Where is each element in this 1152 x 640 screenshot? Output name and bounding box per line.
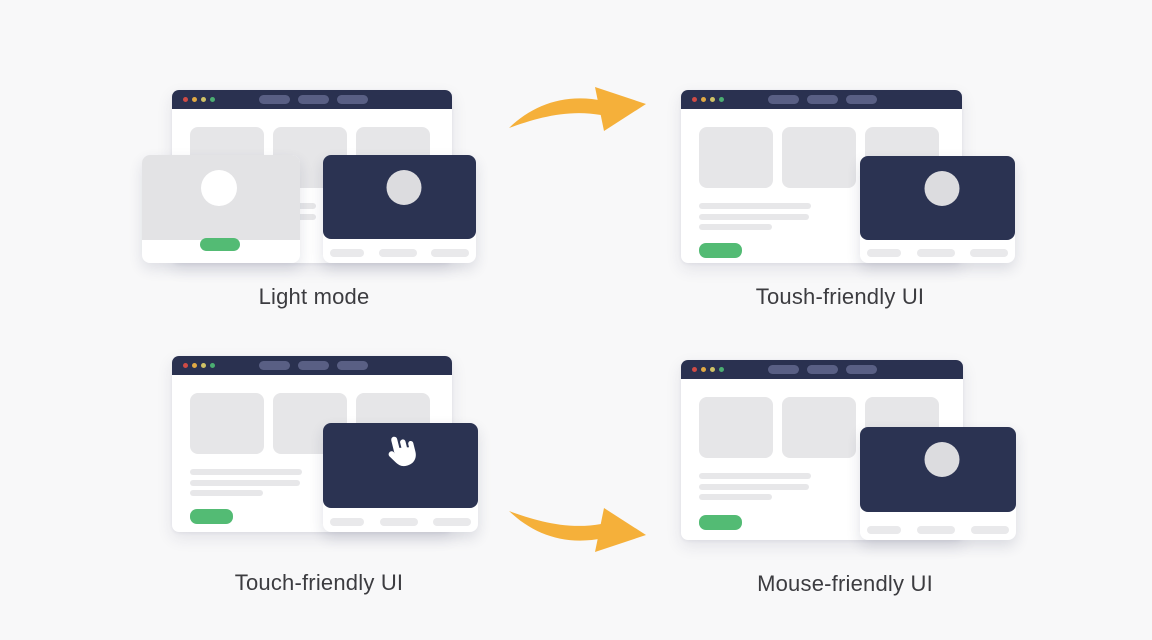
placeholder-card [190, 393, 264, 454]
panel-light-mode: Light mode [142, 88, 486, 328]
panel-label: Toush-friendly UI [755, 284, 925, 309]
dark-card-media [323, 155, 476, 239]
tab-pills [768, 95, 877, 104]
traffic-dot-red-icon [183, 363, 188, 368]
placeholder-pill [378, 249, 417, 257]
panel-toush-friendly: Toush-friendly UI [681, 88, 1015, 328]
panel-mouse-friendly: Mouse-friendly UI [681, 360, 1016, 608]
traffic-dot-green-icon [719, 97, 724, 102]
placeholder-text-line [699, 494, 772, 500]
placeholder-card [699, 397, 773, 458]
tab-pill [768, 95, 799, 104]
traffic-dot-olive-icon [710, 97, 715, 102]
green-button-placeholder [699, 243, 742, 258]
floating-dark-card [323, 155, 476, 263]
tab-pill [298, 95, 329, 104]
dark-card-media [860, 156, 1015, 240]
browser-titlebar [681, 360, 963, 379]
placeholder-text-line [699, 473, 811, 479]
placeholder-pill [433, 518, 471, 526]
traffic-dot-olive-icon [201, 363, 206, 368]
avatar-circle [201, 170, 237, 206]
placeholder-text-line [699, 214, 809, 220]
traffic-dot-red-icon [183, 97, 188, 102]
green-button-placeholder [200, 238, 240, 251]
tab-pill [298, 361, 329, 370]
traffic-dot-yellow-icon [192, 97, 197, 102]
panel-touch-friendly: Touch-friendly UI [142, 356, 496, 608]
traffic-light-dots [183, 97, 215, 102]
placeholder-pill [970, 249, 1008, 257]
tab-pill [337, 361, 368, 370]
curved-arrow-right-icon [506, 503, 648, 563]
placeholder-text-line [699, 484, 809, 490]
traffic-light-dots [183, 363, 215, 368]
placeholder-pill [330, 518, 364, 526]
tab-pill [846, 95, 877, 104]
tab-pills [768, 365, 877, 374]
placeholder-pill [379, 518, 418, 526]
placeholder-text-line [699, 203, 811, 209]
browser-titlebar [172, 90, 452, 109]
avatar-circle [386, 170, 421, 205]
tab-pill [259, 95, 290, 104]
placeholder-pill [867, 526, 901, 534]
traffic-light-dots [692, 97, 724, 102]
floating-dark-card [323, 423, 478, 532]
avatar-circle [924, 442, 960, 477]
browser-titlebar [172, 356, 452, 375]
placeholder-pill [916, 249, 955, 257]
placeholder-card [699, 127, 773, 188]
traffic-dot-yellow-icon [192, 363, 197, 368]
placeholder-text-line [190, 469, 302, 475]
traffic-dot-green-icon [719, 367, 724, 372]
hand-pointer-icon [372, 424, 425, 477]
traffic-dot-olive-icon [201, 97, 206, 102]
floating-dark-card [860, 156, 1015, 263]
traffic-light-dots [692, 367, 724, 372]
placeholder-text-line [190, 480, 300, 486]
tab-pill [807, 365, 838, 374]
placeholder-pill [431, 249, 469, 257]
floating-light-card [142, 155, 300, 263]
pill-row [860, 526, 1016, 534]
panel-label: Touch-friendly UI [234, 570, 404, 595]
traffic-dot-green-icon [210, 97, 215, 102]
traffic-dot-olive-icon [710, 367, 715, 372]
green-button-placeholder [699, 515, 742, 530]
tab-pills [259, 361, 368, 370]
tab-pill [846, 365, 877, 374]
placeholder-text-line [699, 224, 772, 230]
placeholder-pill [330, 249, 364, 257]
tab-pill [807, 95, 838, 104]
browser-titlebar [681, 90, 962, 109]
pill-row [323, 249, 476, 257]
panel-label: Mouse-friendly UI [757, 571, 933, 596]
tab-pill [337, 95, 368, 104]
panel-label: Light mode [258, 284, 370, 309]
pill-row [323, 518, 478, 526]
tab-pill [259, 361, 290, 370]
placeholder-text-line [190, 490, 263, 496]
placeholder-pill [971, 526, 1009, 534]
traffic-dot-red-icon [692, 367, 697, 372]
tab-pill [768, 365, 799, 374]
placeholder-card [782, 127, 856, 188]
pill-row [860, 249, 1015, 257]
curved-arrow-right-icon [506, 76, 648, 136]
dark-card-media [860, 427, 1016, 512]
green-button-placeholder [190, 509, 233, 524]
traffic-dot-red-icon [692, 97, 697, 102]
traffic-dot-yellow-icon [701, 367, 706, 372]
placeholder-pill [867, 249, 901, 257]
placeholder-card [782, 397, 856, 458]
dark-card-media [323, 423, 478, 508]
avatar-circle [924, 171, 959, 206]
floating-dark-card [860, 427, 1016, 540]
traffic-dot-yellow-icon [701, 97, 706, 102]
traffic-dot-green-icon [210, 363, 215, 368]
placeholder-pill [917, 526, 955, 534]
tab-pills [259, 95, 368, 104]
